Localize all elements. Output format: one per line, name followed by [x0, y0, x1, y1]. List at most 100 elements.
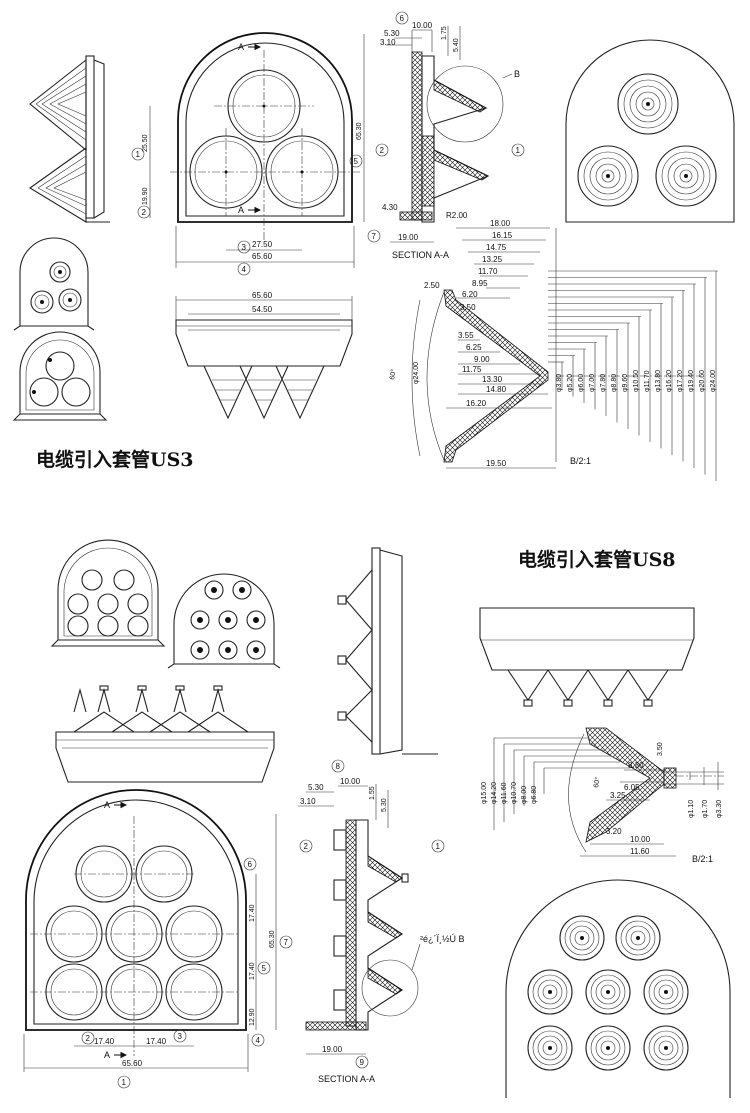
us8-front-balloon-5: 5: [262, 964, 267, 973]
us8-rear-gland: [559, 915, 605, 961]
us8-front-balloon-7: 7: [284, 938, 289, 947]
us8-det-left-dia: φ8.00: [521, 786, 528, 804]
us3-sec-top-2: 5.30: [384, 29, 400, 38]
us3-side-inner: 54.50: [252, 305, 273, 314]
us3-side-elevation: 65.60 54.50: [175, 291, 353, 420]
us8-sec-balloon-2: 2: [304, 842, 309, 851]
us3-det-top-6: 8.95: [472, 279, 488, 288]
us3-det-top-8: 2.50: [424, 281, 440, 290]
us3-sec-side-3: 19.00: [398, 233, 419, 242]
us3-front-view: A A 65.60 27.50 25.50 19.90 65.30 1 2 3 …: [131, 32, 365, 276]
us8-det-h-5: 10.00: [630, 835, 651, 844]
us3-section-marker-top: A: [238, 42, 244, 52]
us3-iso-front: [12, 331, 108, 421]
us8-sec-top-3: 3.10: [300, 797, 316, 806]
us3-section-caption: SECTION A-A: [392, 250, 449, 260]
us8-det-h-6: 11.60: [630, 847, 650, 856]
us8-front-view: A A 65.60 17.40 17.40 17.40 17.40 12.90 …: [23, 789, 293, 1089]
us3-det-right-dia: φ3.80: [556, 374, 563, 392]
us3-h-upper: 25.50: [142, 134, 149, 152]
us3-rear-gland-top: [617, 73, 679, 135]
us3-sec-side-1: 4.30: [382, 203, 398, 212]
us8-section-marker-top: A: [104, 800, 110, 810]
us8-v-pitch-a: 17.40: [249, 904, 256, 922]
us3-side-outer: 65.60: [252, 291, 273, 300]
us3-det-in-5: 11.75: [462, 365, 482, 374]
us8-h-total: 65.30: [269, 930, 276, 948]
us8-rear-view: [505, 879, 731, 1098]
us3-sec-top-4: 1.75: [441, 26, 448, 40]
us3-rear-gland-right: [655, 145, 717, 207]
us3-h-total: 65.30: [356, 122, 363, 140]
us3-det-caption: B/2:1: [570, 456, 591, 466]
us8-front-balloon-4: 4: [256, 1036, 261, 1045]
us8-rear-gland: [643, 1025, 689, 1071]
us3-sec-balloon-6: 6: [400, 14, 405, 23]
us8-iso-rear: [167, 573, 281, 669]
us8-det-left-dia: φ14.20: [491, 782, 498, 804]
us8-det-right-dia: φ1.70: [702, 800, 709, 818]
us8-width-total: 65.60: [122, 1059, 143, 1068]
us8-det-h-4: 3.20: [606, 827, 622, 836]
us3-sec-balloon-2: 2: [380, 146, 385, 155]
us3-det-top-5: 11.70: [478, 267, 498, 276]
us3-det-bottom: 19.50: [486, 459, 507, 468]
us8-sec-balloon-1: 1: [436, 842, 441, 851]
us8-rear-gland: [585, 1025, 631, 1071]
us3-det-in-3: 6.25: [466, 343, 482, 352]
us3-det-right-dia: φ5.20: [567, 374, 574, 392]
us3-sec-balloon-7: 7: [372, 232, 377, 241]
us3-iso-rear: [13, 237, 95, 331]
us3-width-total: 65.60: [252, 252, 273, 261]
us8-sec-top-2: 10.00: [340, 777, 361, 786]
us8-sec-top-4: 1.55: [369, 786, 376, 800]
us3-det-right-dia: φ7.80: [600, 374, 607, 392]
us8-section-marker-bottom: A: [104, 1050, 110, 1060]
us8-top-elevation: [479, 607, 695, 707]
us8-sec-bottom: 19.00: [322, 1045, 343, 1054]
us8-h-bottom: 12.90: [249, 1008, 256, 1026]
us3-rear-view: [565, 39, 735, 223]
us3-det-right-dia: φ19.40: [688, 370, 695, 392]
us3-section-marker-bottom: A: [238, 205, 244, 215]
us3-det-in-4: 9.00: [474, 355, 490, 364]
us3-spacing: 27.50: [252, 240, 273, 249]
us8-iso-front: [50, 539, 166, 647]
us8-det-left-dia: φ6.80: [531, 786, 538, 804]
us8-pitch-b: 17.40: [146, 1037, 167, 1046]
us8-detail-label: ²é¿´Ï¸½Ú B: [420, 934, 465, 944]
us8-front-balloon-1: 1: [122, 1078, 127, 1087]
us3-front-balloon-3: 3: [242, 243, 247, 252]
us3-det-top-1: 18.00: [490, 219, 511, 228]
us3-sec-top-3: 3.10: [380, 38, 396, 47]
us3-det-top-4: 13.25: [482, 255, 503, 264]
us3-sec-top-5: 5.40: [453, 38, 460, 52]
us8-sec-balloon-8: 8: [336, 762, 341, 771]
us3-det-right-dia: φ13.80: [655, 370, 662, 392]
us8-rear-gland: [585, 969, 631, 1015]
us3-det-in-6: 13.30: [482, 375, 503, 384]
us3-front-balloon-4: 4: [242, 265, 247, 274]
us3-rear-gland-left: [577, 145, 639, 207]
us3-det-right-dia: φ7.00: [589, 374, 596, 392]
us8-rear-gland: [527, 969, 573, 1015]
us8-rear-gland: [615, 915, 661, 961]
us3-det-top-3: 14.75: [486, 243, 507, 252]
us3-det-in-8: 16.20: [466, 399, 487, 408]
us3-front-balloon-5: 5: [354, 157, 359, 166]
us8-det-h-3: 3.25: [610, 791, 626, 800]
us8-side-elevation: [55, 685, 275, 783]
us3-sec-top-1: 10.00: [412, 21, 433, 30]
us8-sec-top-5: 5.30: [381, 798, 388, 812]
us3-det-in-7: 14.80: [486, 385, 507, 394]
us3-det-in-1: 3.50: [460, 303, 476, 312]
us8-rear-glands: [527, 915, 689, 1071]
us8-section-caption: SECTION A-A: [318, 1074, 375, 1084]
us3-det-in-2: 3.55: [458, 331, 474, 340]
us8-front-balloon-2: 2: [86, 1034, 91, 1043]
us3-h-lower: 19.90: [142, 187, 149, 205]
us8-v-pitch-b: 17.40: [249, 962, 256, 980]
us8-front-balloon-3: 3: [178, 1032, 183, 1041]
